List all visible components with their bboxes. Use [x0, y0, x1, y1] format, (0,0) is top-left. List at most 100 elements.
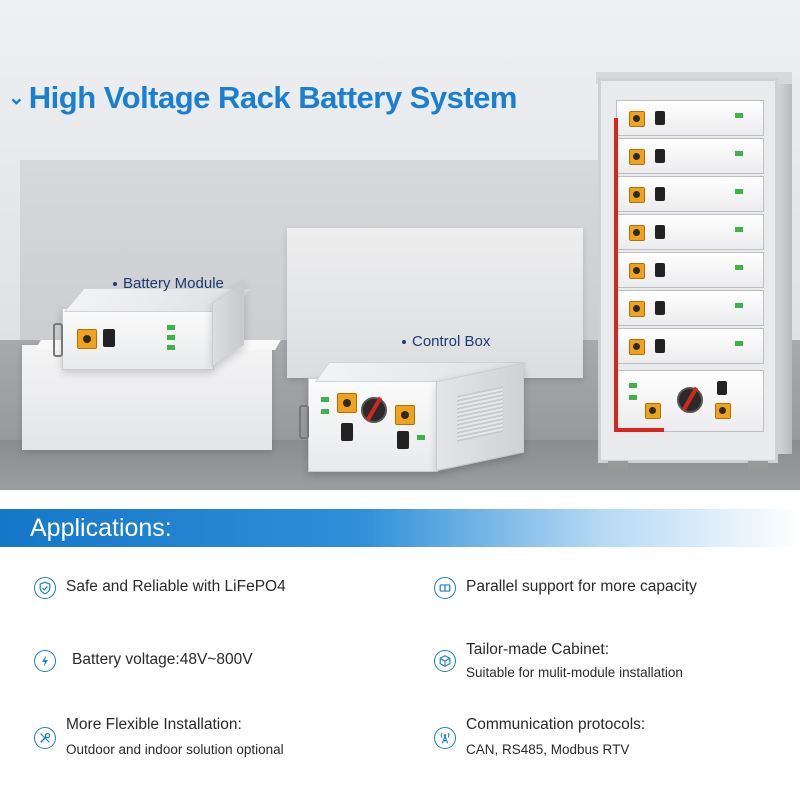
feature-subtitle: Outdoor and indoor solution optional: [66, 742, 284, 757]
terminal-negative: [103, 329, 115, 347]
status-led: [735, 265, 743, 270]
terminal-positive: [629, 111, 645, 127]
status-led: [735, 151, 743, 156]
parallel-icon: [434, 577, 456, 599]
status-led: [735, 303, 743, 308]
rack-side-panel: [778, 84, 792, 454]
product-scene: ⌄ High Voltage Rack Battery System Batte…: [0, 0, 800, 490]
lightning-icon: [34, 650, 56, 672]
feature-text: Safe and Reliable with LiFePO4: [66, 577, 286, 597]
status-led: [167, 345, 175, 350]
terminal-negative: [397, 431, 409, 449]
status-led: [735, 113, 743, 118]
status-led: [167, 335, 175, 340]
terminal-positive: [715, 403, 731, 419]
terminal-positive: [629, 149, 645, 165]
applications-title: Applications:: [30, 514, 172, 542]
display-panel: [287, 228, 583, 378]
vent: [457, 386, 503, 442]
terminal-positive: [629, 225, 645, 241]
rack-battery-module: [616, 100, 764, 136]
terminal-positive: [395, 405, 415, 425]
status-led: [629, 395, 637, 400]
page-title: High Voltage Rack Battery System: [28, 80, 518, 115]
feature-text: More Flexible Installation: Outdoor and …: [66, 715, 284, 759]
rack-foot: [748, 461, 768, 471]
status-led: [735, 189, 743, 194]
terminal-negative: [655, 301, 665, 315]
status-led: [417, 435, 425, 440]
rack-battery-module: [616, 252, 764, 288]
feature-item: Parallel support for more capacity: [434, 577, 697, 599]
control-box-label: Control Box: [402, 333, 490, 350]
shield-check-icon: [34, 577, 56, 599]
rack-battery-module: [616, 176, 764, 212]
feature-text: Tailor-made Cabinet: Suitable for mulit-…: [466, 640, 683, 682]
feature-item: Communication protocols: CAN, RS485, Mod…: [434, 715, 645, 759]
feature-text: Battery voltage:48V~800V: [72, 650, 253, 670]
terminal-negative: [717, 381, 727, 395]
bullet-dot: [402, 340, 406, 345]
status-led: [735, 341, 743, 346]
terminal-negative: [655, 149, 665, 163]
rack-control-box: [616, 370, 764, 432]
terminal-negative: [655, 225, 665, 239]
headline: ⌄ High Voltage Rack Battery System: [8, 80, 517, 116]
rack-cabinet: [596, 72, 792, 471]
feature-text: Parallel support for more capacity: [466, 577, 697, 597]
battery-module-label-text: Battery Module: [123, 275, 224, 292]
feature-subtitle: CAN, RS485, Modbus RTV: [466, 742, 630, 757]
feature-item: Safe and Reliable with LiFePO4: [34, 577, 286, 599]
control-box-side: [436, 362, 524, 472]
status-led: [321, 397, 329, 402]
status-led: [629, 383, 637, 388]
feature-title: More Flexible Installation:: [66, 716, 242, 733]
feature-subtitle: Suitable for mulit-module installation: [466, 665, 683, 680]
terminal-positive: [337, 393, 357, 413]
power-cable: [614, 118, 618, 428]
rack-battery-module: [616, 290, 764, 326]
applications-banner: [0, 509, 800, 547]
terminal-positive: [629, 263, 645, 279]
status-led: [167, 325, 175, 330]
terminal-negative: [655, 111, 665, 125]
battery-module-device: [53, 308, 214, 370]
terminal-positive: [77, 329, 97, 349]
feature-title: Tailor-made Cabinet:: [466, 641, 610, 658]
feature-title: Parallel support for more capacity: [466, 578, 697, 595]
status-led: [735, 227, 743, 232]
rack-battery-module: [616, 214, 764, 250]
terminal-positive: [629, 187, 645, 203]
battery-module-label: Battery Module: [113, 275, 224, 292]
terminal-negative: [655, 187, 665, 201]
control-box-device: [299, 378, 438, 472]
terminal-positive: [645, 403, 661, 419]
terminal-negative: [341, 423, 353, 441]
feature-item: Battery voltage:48V~800V: [34, 650, 253, 672]
cabinet-cube-icon: [434, 650, 456, 672]
main-switch: [361, 397, 387, 423]
status-led: [321, 409, 329, 414]
rack-battery-module: [616, 138, 764, 174]
feature-item: More Flexible Installation: Outdoor and …: [34, 715, 284, 759]
terminal-negative: [655, 339, 665, 353]
control-box-label-text: Control Box: [412, 333, 491, 350]
feature-title: Battery voltage:48V~800V: [72, 651, 253, 668]
terminal-positive: [629, 339, 645, 355]
feature-text: Communication protocols: CAN, RS485, Mod…: [466, 715, 645, 759]
feature-title: Communication protocols:: [466, 716, 646, 733]
power-cable: [614, 428, 664, 432]
chevron-down-icon: ⌄: [8, 87, 25, 109]
handle: [299, 405, 309, 439]
handle: [53, 323, 63, 357]
antenna-icon: [434, 727, 456, 749]
feature-title: Safe and Reliable with LiFePO4: [66, 578, 286, 595]
terminal-negative: [655, 263, 665, 277]
terminal-positive: [629, 301, 645, 317]
main-switch: [677, 387, 703, 413]
feature-item: Tailor-made Cabinet: Suitable for mulit-…: [434, 640, 683, 682]
tools-icon: [34, 727, 56, 749]
bullet-dot: [113, 282, 117, 287]
rack-foot: [608, 461, 628, 471]
